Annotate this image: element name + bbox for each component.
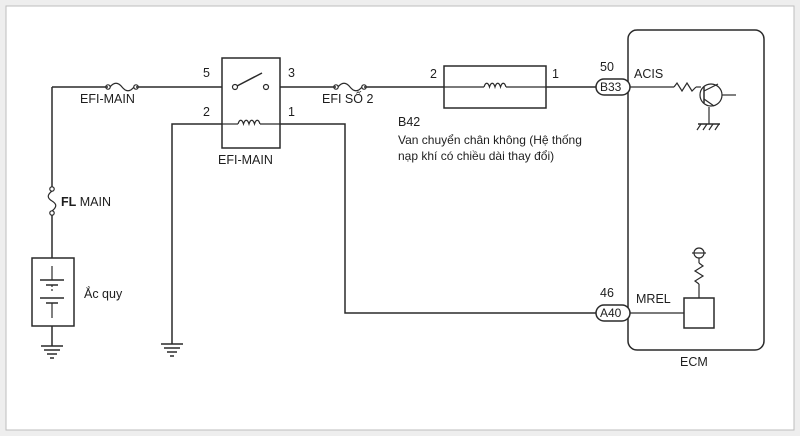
valve-pin-2: 2 xyxy=(430,67,437,81)
battery-label: Ắc quy xyxy=(84,286,123,301)
relay-pin-2: 2 xyxy=(203,105,210,119)
acis-driver-circuit xyxy=(630,81,736,131)
fuse-efi-no2-label: EFI SỐ 2 xyxy=(322,91,373,106)
fuse-efi-main-label: EFI-MAIN xyxy=(80,92,135,106)
relay-pin-3: 3 xyxy=(288,66,295,80)
relay-to-ecm-mrel-wire xyxy=(280,123,600,314)
relay-efi-main-symbol xyxy=(221,57,281,149)
battery-ground-icon xyxy=(41,326,63,359)
valve-description-line1: Van chuyển chân không (Hệ thống xyxy=(398,133,582,147)
fuse-fl-main-symbol xyxy=(47,186,57,216)
relay-ground-wire xyxy=(171,123,222,344)
ecm-box xyxy=(627,29,765,351)
acis-pin-number: 50 xyxy=(600,60,614,74)
acis-connector-code: B33 xyxy=(600,80,622,94)
mrel-driver-circuit xyxy=(630,247,715,329)
fuse-efi-main-symbol xyxy=(105,82,139,92)
relay-pin-5: 5 xyxy=(203,66,210,80)
acis-signal-label: ACIS xyxy=(634,67,663,81)
fuse-efi-no2-symbol xyxy=(333,82,367,92)
mrel-signal-label: MREL xyxy=(636,292,671,306)
relay-ground-icon xyxy=(161,343,183,357)
relay-pin-1: 1 xyxy=(288,105,295,119)
valve-pin-1: 1 xyxy=(552,67,559,81)
fuse-fl-main-label: FL MAIN xyxy=(61,195,111,209)
mrel-pin-number: 46 xyxy=(600,286,614,300)
relay-label: EFI-MAIN xyxy=(218,153,273,167)
battery-symbol xyxy=(31,257,75,327)
battery-supply-wires xyxy=(51,86,222,258)
valve-description-line2: nạp khí có chiều dài thay đổi) xyxy=(398,149,554,163)
mrel-connector-code: A40 xyxy=(600,306,622,320)
vacuum-valve-symbol xyxy=(443,65,547,109)
valve-code: B42 xyxy=(398,115,420,129)
ecm-label: ECM xyxy=(680,355,708,369)
